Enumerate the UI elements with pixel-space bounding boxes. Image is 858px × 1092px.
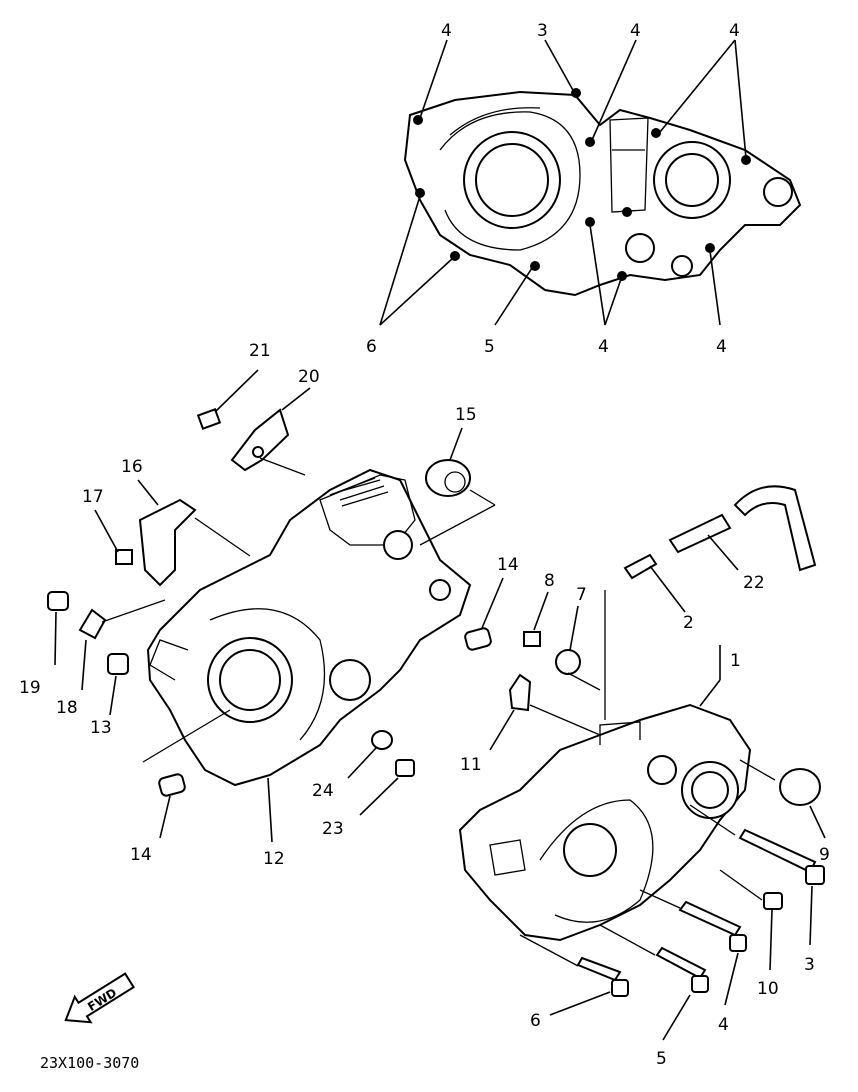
callout-4: 4 xyxy=(598,337,609,357)
callout-24: 24 xyxy=(312,781,334,801)
callout-11: 11 xyxy=(460,755,482,775)
leader-lines-top xyxy=(379,39,747,326)
right-crankcase-half xyxy=(458,703,752,942)
callout-4: 4 xyxy=(630,21,641,41)
callout-18: 18 xyxy=(56,698,78,718)
crankcase-top-view xyxy=(403,88,802,297)
callout-1: 1 xyxy=(730,651,741,671)
callout-22: 22 xyxy=(743,573,765,593)
callout-14: 14 xyxy=(497,555,519,575)
leader-lines-bottom xyxy=(54,369,826,1041)
callout-4: 4 xyxy=(729,21,740,41)
callout-13: 13 xyxy=(90,718,112,738)
callout-16: 16 xyxy=(121,457,143,477)
callout-17: 17 xyxy=(82,487,104,507)
callout-3: 3 xyxy=(537,21,548,41)
small-parts xyxy=(47,408,825,997)
callout-2: 2 xyxy=(683,613,694,633)
callout-4: 4 xyxy=(718,1015,729,1035)
diagram-code: 23X100-3070 xyxy=(40,1054,139,1072)
callout-23: 23 xyxy=(322,819,344,839)
callout-7: 7 xyxy=(576,585,587,605)
callout-5: 5 xyxy=(484,337,495,357)
left-crankcase-half xyxy=(146,468,472,787)
callout-5: 5 xyxy=(656,1049,667,1069)
callout-labels: 4 3 4 4 6 5 4 4 21 20 15 16 17 14 8 7 2 … xyxy=(19,21,830,1069)
callout-4: 4 xyxy=(441,21,452,41)
callout-10: 10 xyxy=(757,979,779,999)
callout-8: 8 xyxy=(544,571,555,591)
callout-4: 4 xyxy=(716,337,727,357)
callout-3: 3 xyxy=(804,955,815,975)
callout-6: 6 xyxy=(366,337,377,357)
forward-arrow-icon: FWD xyxy=(64,972,135,1024)
callout-20: 20 xyxy=(298,367,320,387)
callout-9: 9 xyxy=(819,845,830,865)
callout-21: 21 xyxy=(249,341,271,361)
callout-12: 12 xyxy=(263,849,285,869)
callout-15: 15 xyxy=(455,405,477,425)
callout-6: 6 xyxy=(530,1011,541,1031)
callout-14: 14 xyxy=(130,845,152,865)
callout-19: 19 xyxy=(19,678,41,698)
